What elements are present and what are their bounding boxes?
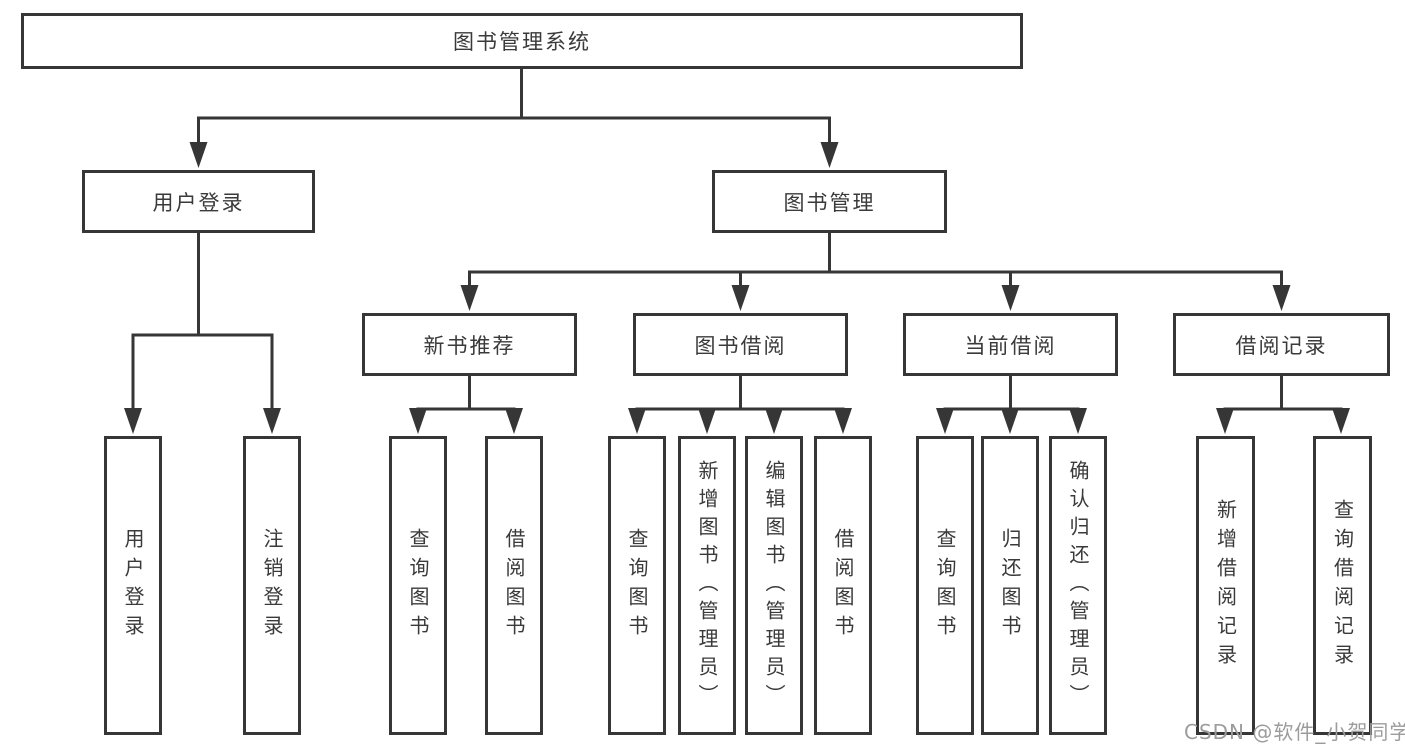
leaf-query-books-3-label: 查询图书 (933, 527, 957, 644)
node-book-management-label: 图书管理 (783, 190, 876, 215)
leaf-logout-label: 注销登录 (260, 527, 284, 644)
leaf-query-books-3: 查询图书 (916, 436, 974, 735)
leaf-confirm-return-admin-label: 确认归还（管理员） (1066, 459, 1090, 712)
node-borrow-records-label: 借阅记录 (1235, 333, 1328, 358)
node-new-book-recommend: 新书推荐 (362, 313, 577, 376)
node-book-management: 图书管理 (712, 170, 947, 233)
csdn-watermark: CSDN @软件_小贺同学 (1184, 720, 1405, 744)
node-library-system-label: 图书管理系统 (453, 30, 591, 54)
node-book-borrow: 图书借阅 (633, 313, 848, 376)
leaf-add-borrow-record-label: 新增借阅记录 (1213, 498, 1238, 673)
node-user-login-label: 用户登录 (152, 190, 245, 215)
leaf-query-books-1: 查询图书 (389, 436, 447, 735)
leaf-user-login: 用户登录 (104, 436, 162, 735)
leaf-borrow-books-2: 借阅图书 (814, 436, 872, 735)
node-new-book-recommend-label: 新书推荐 (423, 333, 516, 358)
leaf-query-books-2: 查询图书 (608, 436, 666, 735)
node-current-borrow: 当前借阅 (903, 313, 1118, 376)
leaf-add-borrow-record: 新增借阅记录 (1196, 436, 1255, 735)
node-borrow-records: 借阅记录 (1173, 313, 1390, 376)
leaf-query-books-2-label: 查询图书 (625, 527, 649, 644)
leaf-query-borrow-record: 查询借阅记录 (1313, 436, 1372, 735)
leaf-query-books-1-label: 查询图书 (406, 527, 430, 644)
leaf-edit-book-admin: 编辑图书（管理员） (745, 436, 803, 735)
node-book-borrow-label: 图书借阅 (694, 333, 787, 358)
leaf-query-borrow-record-label: 查询借阅记录 (1330, 498, 1355, 673)
leaf-logout: 注销登录 (243, 436, 301, 735)
leaf-borrow-books-1-label: 借阅图书 (502, 527, 526, 644)
leaf-confirm-return-admin: 确认归还（管理员） (1049, 436, 1107, 735)
leaf-add-book-admin-label: 新增图书（管理员） (695, 459, 719, 712)
leaf-add-book-admin: 新增图书（管理员） (678, 436, 736, 735)
leaf-return-book-label: 归还图书 (998, 527, 1022, 644)
leaf-borrow-books-1: 借阅图书 (485, 436, 543, 735)
node-current-borrow-label: 当前借阅 (964, 333, 1057, 358)
leaf-edit-book-admin-label: 编辑图书（管理员） (762, 459, 786, 712)
leaf-return-book: 归还图书 (981, 436, 1039, 735)
node-user-login: 用户登录 (82, 170, 315, 233)
leaf-user-login-label: 用户登录 (121, 527, 145, 644)
node-library-system: 图书管理系统 (21, 13, 1023, 69)
leaf-borrow-books-2-label: 借阅图书 (831, 527, 855, 644)
